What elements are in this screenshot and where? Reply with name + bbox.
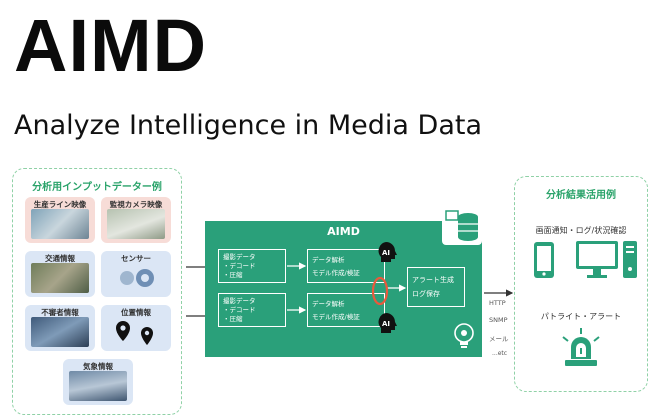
- box-line: モデル作成/検証: [312, 313, 360, 321]
- tile-traffic: 交通情報: [25, 251, 95, 297]
- box-line: ・圧縮: [223, 315, 243, 323]
- box-line: ・デコード: [223, 306, 256, 314]
- ai-label: AI: [382, 249, 390, 257]
- page-subtitle: Analyze Intelligence in Media Data: [14, 110, 482, 141]
- sensor-image: [107, 263, 165, 293]
- box-line: データ解析: [312, 256, 345, 264]
- ai-head-icon: AI: [378, 242, 397, 262]
- patlite-icon: [562, 328, 600, 366]
- page-title: AIMD: [14, 4, 208, 87]
- protocol-snmp: SNMP: [489, 316, 508, 324]
- tile-label: 位置情報: [121, 308, 151, 317]
- output-arrow: [484, 289, 514, 297]
- protocol-mail: メール: [489, 335, 509, 343]
- tile-label: 監視カメラ映像: [109, 200, 163, 209]
- traffic-image: [31, 263, 89, 293]
- input-data-panel: 分析用インプットデーター例 生産ライン映像 監視カメラ映像 交通情報 センサー …: [12, 168, 182, 415]
- tile-label: 生産ライン映像: [33, 200, 87, 209]
- capture-box-2: 撮影データ ・デコード ・圧縮: [218, 293, 286, 327]
- tile-weather: 気象情報: [63, 359, 133, 405]
- factory-image: [31, 209, 89, 239]
- patlite-label: パトライト・アラート: [540, 312, 622, 321]
- camera-image: [107, 209, 165, 239]
- tile-label: 交通情報: [45, 254, 75, 263]
- notification-label: 画面通知・ログ/状況確認: [535, 226, 627, 235]
- location-pin-icon: [116, 321, 153, 345]
- suspicious-person-image: [31, 317, 89, 347]
- tile-label: センサー: [121, 254, 151, 263]
- box-line: ・圧縮: [223, 271, 243, 279]
- protocol-http: HTTP: [489, 299, 506, 307]
- input-panel-title: 分析用インプットデーター例: [32, 182, 162, 193]
- ai-label: AI: [382, 320, 390, 328]
- box-line: 撮影データ: [223, 253, 256, 261]
- box-line: データ解析: [312, 300, 345, 308]
- cycle-icon: [371, 276, 389, 306]
- tile-label: 不審者情報: [41, 308, 79, 317]
- box-line: モデル作成/検証: [312, 269, 360, 277]
- ai-head-icon: AI: [378, 313, 397, 333]
- database-icon: [442, 207, 482, 245]
- box-line: 撮影データ: [223, 297, 256, 305]
- box-line: アラート生成: [412, 276, 454, 284]
- tile-location: 位置情報: [101, 305, 171, 351]
- tile-suspicious: 不審者情報: [25, 305, 95, 351]
- alert-log-box: アラート生成 ログ保存: [407, 267, 465, 307]
- box-line: ・デコード: [223, 262, 256, 270]
- capture-box-1: 撮影データ ・デコード ・圧縮: [218, 249, 286, 283]
- tile-surveillance: 監視カメラ映像: [101, 197, 171, 243]
- engine-connectors: [287, 262, 407, 314]
- tile-sensor: センサー: [101, 251, 171, 297]
- weather-image: [69, 371, 127, 401]
- tile-production-line: 生産ライン映像: [25, 197, 95, 243]
- protocol-etc: ...etc: [492, 350, 508, 357]
- analysis-box-2: データ解析 モデル作成/検証: [307, 293, 385, 327]
- output-panel-title: 分析結果活用例: [546, 190, 616, 201]
- lightbulb-gear-icon: [454, 323, 474, 348]
- desktop-icon: [576, 241, 637, 278]
- aimd-engine: AIMD 撮影データ ・デコード ・圧縮 データ解析 モデル作成/検証 撮影デー…: [205, 207, 482, 357]
- tile-label: 気象情報: [83, 362, 113, 371]
- box-line: ログ保存: [412, 290, 440, 298]
- analysis-box-1: データ解析 モデル作成/検証: [307, 249, 385, 283]
- output-usage-panel: 分析結果活用例 画面通知・ログ/状況確認 パトライト・アラート: [514, 176, 648, 392]
- smartphone-icon: [534, 242, 554, 278]
- engine-title: AIMD: [327, 225, 360, 238]
